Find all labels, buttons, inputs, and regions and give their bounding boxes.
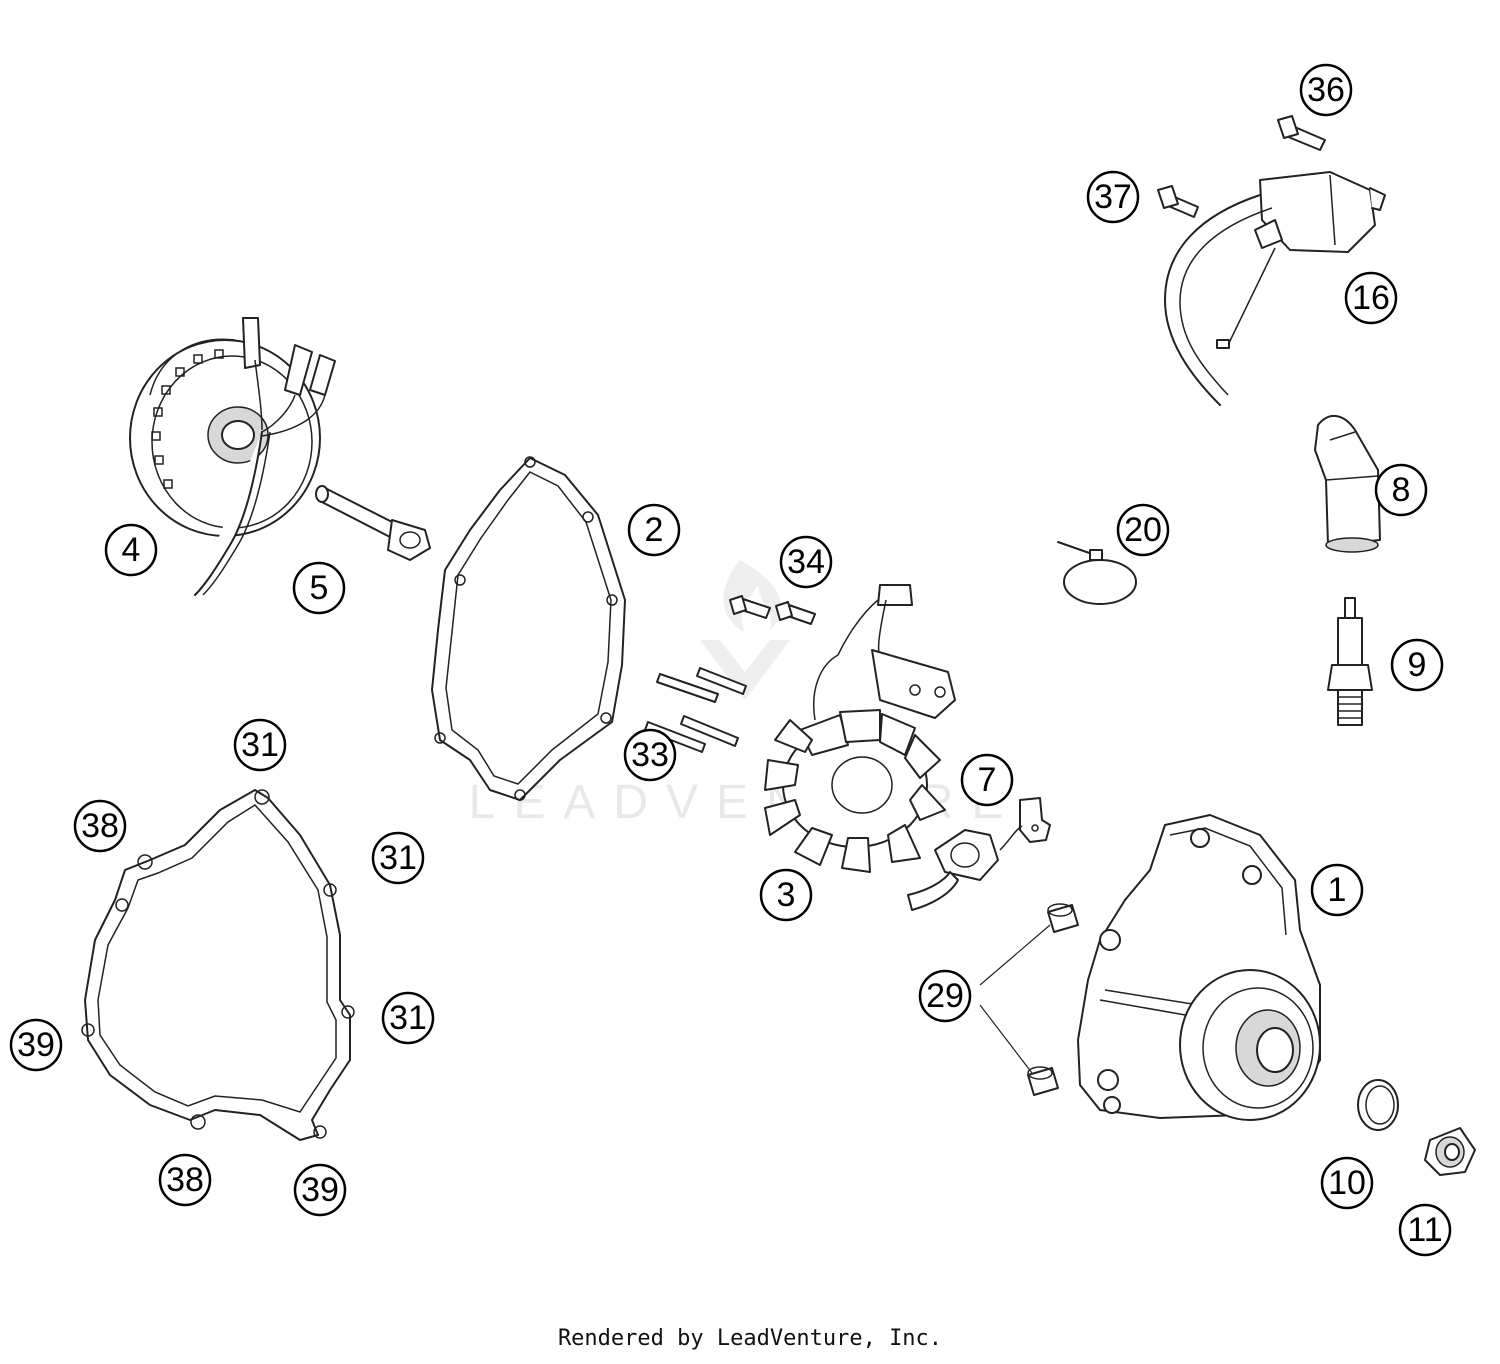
part-stator-bolts-long: [644, 667, 747, 753]
callout-7: 7: [960, 753, 1014, 807]
part-ignition-coil: [1164, 171, 1386, 406]
part-dowel-sleeves: [979, 903, 1079, 1096]
callout-31-top-label: 31: [241, 726, 279, 764]
callout-29-label: 29: [926, 977, 964, 1015]
callout-8-label: 8: [1392, 471, 1411, 509]
watermark-flame-mark: [723, 560, 782, 632]
part-alternator-cover: [1077, 814, 1321, 1121]
watermark-logo-mark: [700, 640, 790, 700]
callout-38-bottom: 38: [158, 1153, 212, 1207]
callout-16: 16: [1344, 271, 1398, 325]
part-cable-tie: [1057, 541, 1137, 605]
callout-11-label: 11: [1407, 1211, 1442, 1249]
callout-38-top: 38: [73, 799, 127, 853]
part-coil-bolt-lower: [1157, 185, 1199, 218]
callout-33-label: 33: [631, 736, 669, 774]
callout-39-bottom-label: 39: [301, 1171, 339, 1209]
part-o-ring: [1357, 1079, 1399, 1131]
callout-3: 3: [759, 868, 813, 922]
callout-37: 37: [1086, 170, 1140, 224]
callout-1-label: 1: [1328, 871, 1347, 909]
part-flywheel-rotor: [129, 338, 321, 537]
callout-10: 10: [1320, 1156, 1374, 1210]
callout-20-label: 20: [1124, 511, 1162, 549]
callout-31-lower: 31: [381, 991, 435, 1045]
callout-3-label: 3: [777, 876, 796, 914]
callout-7-label: 7: [978, 761, 997, 799]
callout-2-label: 2: [645, 511, 664, 549]
callout-16-label: 16: [1352, 279, 1390, 317]
callout-2: 2: [627, 503, 681, 557]
part-stator-assembly: [194, 317, 956, 873]
callout-31-right: 31: [371, 831, 425, 885]
callout-5-label: 5: [310, 569, 329, 607]
callout-38-bottom-label: 38: [166, 1161, 204, 1199]
callout-4-label: 4: [122, 531, 141, 569]
callout-10-label: 10: [1328, 1164, 1366, 1202]
callout-39-bottom: 39: [293, 1163, 347, 1217]
callout-36-label: 36: [1307, 71, 1345, 109]
callout-38-top-label: 38: [81, 807, 119, 845]
part-spark-plug-connector: [1314, 415, 1381, 553]
part-cover-gasket-lower: [81, 789, 355, 1141]
callout-31-right-label: 31: [379, 839, 417, 877]
callout-39-left: 39: [9, 1018, 63, 1072]
rendered-by-footer: Rendered by LeadVenture, Inc.: [557, 1326, 943, 1351]
callout-31-lower-label: 31: [389, 999, 427, 1037]
callout-33: 33: [623, 728, 677, 782]
callout-9-label: 9: [1408, 646, 1427, 684]
callout-34-label: 34: [787, 543, 825, 581]
callout-31-top: 31: [233, 718, 287, 772]
part-spark-plug: [1327, 597, 1373, 726]
callout-29: 29: [918, 969, 972, 1023]
part-stator-bolts-short: [729, 595, 816, 625]
callout-37-label: 37: [1094, 178, 1132, 216]
callout-36: 36: [1299, 63, 1353, 117]
part-screw-plug: [1424, 1127, 1476, 1176]
callout-5: 5: [292, 561, 346, 615]
part-pulse-generator: [907, 797, 1051, 911]
callout-1: 1: [1310, 863, 1364, 917]
callout-4: 4: [104, 523, 158, 577]
part-coil-bolt-upper: [1277, 115, 1326, 151]
callout-9: 9: [1390, 638, 1444, 692]
callout-11: 11: [1398, 1203, 1452, 1257]
callout-20: 20: [1116, 503, 1170, 557]
callout-34: 34: [779, 535, 833, 589]
callout-8: 8: [1374, 463, 1428, 517]
part-stator-gasket-upper: [431, 456, 626, 801]
callout-39-left-label: 39: [17, 1026, 55, 1064]
part-rotor-bolt: [315, 485, 431, 561]
